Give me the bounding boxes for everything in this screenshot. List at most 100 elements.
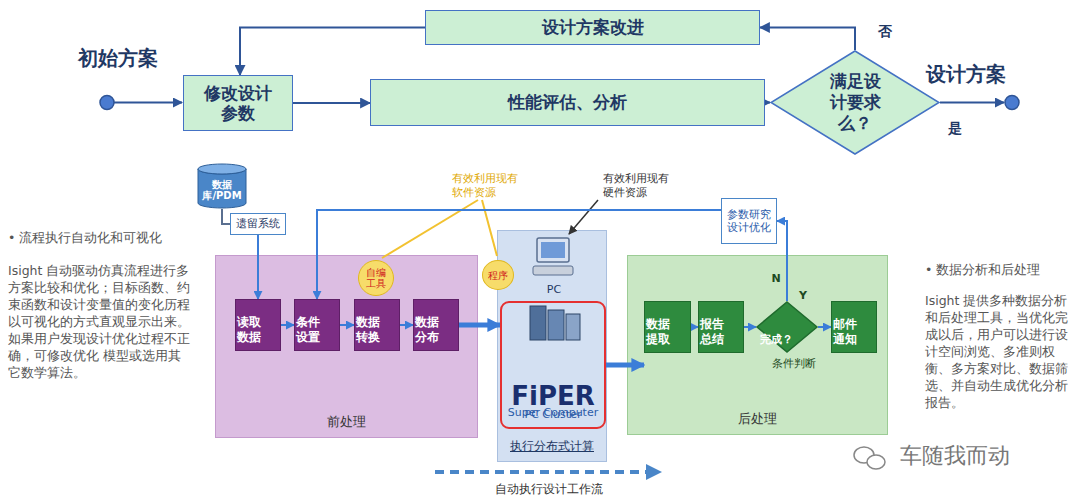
panel-label: 前处理 <box>216 413 477 431</box>
server-icon <box>530 306 580 340</box>
box-label: 数据分布 <box>414 315 440 344</box>
pc-icon <box>533 238 573 275</box>
box-label: 读取数据 <box>236 315 262 344</box>
leader-line <box>482 200 497 256</box>
diamond-shape <box>771 51 939 154</box>
connector <box>340 324 354 326</box>
stage-panel: 执行分布式计算 PC Super ComputerFiPERPC Cluster <box>497 230 607 462</box>
tool-circle: 程序 <box>482 260 514 290</box>
step-box: 数据转换 <box>354 299 400 351</box>
box-label: 修改设计参数 <box>198 83 278 124</box>
step-box: 数据提取 <box>644 301 691 353</box>
server-tower <box>530 306 546 340</box>
system-box: 遗留系统 <box>230 213 286 235</box>
end-line <box>940 102 1004 104</box>
cluster-box: Super ComputerFiPERPC Cluster <box>500 301 606 429</box>
connector <box>777 221 787 301</box>
cylinder-body <box>198 169 246 208</box>
description-text: Isight 自动驱动仿真流程进行多方案比较和优化；目标函数、约束函数和设计变量… <box>8 262 190 381</box>
database-cylinder: 数据库/PDM <box>197 163 247 209</box>
tool-label: 程序 <box>487 270 509 281</box>
box-label: 邮件通知 <box>832 317 858 346</box>
decision-label: 满足设计要求么？ <box>827 71 883 135</box>
icon-label: PC <box>528 283 580 296</box>
end-label: 设计方案 <box>926 62 1006 87</box>
cluster-label: FiPER <box>502 382 604 411</box>
end-dot <box>1005 96 1019 110</box>
resource-note: 有效利用现有软件资源 <box>452 172 522 200</box>
process-box: 设计方案改进 <box>425 10 760 45</box>
connector <box>293 102 370 104</box>
bullet-heading: • 流程执行自动化和可视化 <box>8 230 193 246</box>
optimizer-box: 参数研究设计优化 <box>721 198 777 244</box>
connector <box>317 210 721 299</box>
edge-label: N <box>769 273 782 285</box>
connector <box>459 323 500 328</box>
process-box: 修改设计参数 <box>183 75 293 131</box>
box-label: 参数研究设计优化 <box>726 208 772 234</box>
start-label: 初始方案 <box>78 46 158 71</box>
stage-panel: 后处理 数据提取 报告总结 完成？条件判断邮件通知 <box>627 255 888 435</box>
box-label: 设计方案改进 <box>542 17 644 37</box>
step-box: 数据分布 <box>413 299 459 351</box>
box-label: 条件设置 <box>295 315 321 344</box>
bubble <box>867 455 885 469</box>
cluster-label: PC Cluster <box>502 409 604 421</box>
edge-label: 否 <box>876 24 894 39</box>
pc-screen <box>541 242 565 258</box>
connector <box>400 324 413 326</box>
connector <box>818 326 831 328</box>
workflow-arrow <box>435 470 648 474</box>
leader-arrow <box>569 200 598 234</box>
connector <box>222 209 230 224</box>
step-box: 邮件通知 <box>831 301 877 353</box>
server-tower <box>548 310 564 340</box>
stage-panel: 前处理 读取数据 条件设置 数据转换 数据分布 <box>215 255 478 438</box>
leader-line <box>382 200 478 258</box>
workflow-arrowhead <box>646 464 662 480</box>
connector <box>606 363 644 368</box>
process-box: 性能评估、分析 <box>370 79 765 126</box>
watermark: 车随我而动 <box>900 442 1010 470</box>
connector <box>765 102 770 104</box>
connector <box>691 326 698 328</box>
connector <box>744 326 756 328</box>
computer-icon: PC <box>528 234 580 296</box>
connector <box>281 324 294 326</box>
connector <box>240 28 425 76</box>
edge-label: Y <box>797 290 809 302</box>
server-tower <box>566 314 580 340</box>
pc-monitor <box>537 238 569 262</box>
wechat-icon <box>854 447 885 469</box>
decision-diamond: 完成？条件判断 <box>756 301 818 353</box>
box-label: 性能评估、分析 <box>508 92 627 112</box>
panel-label: 执行分布式计算 <box>498 438 606 455</box>
connector <box>257 235 259 299</box>
description-text: Isight 提供多种数据分析和后处理工具，当优化完成以后，用户可以进行设计空间… <box>925 292 1075 411</box>
decision-label: 完成？ <box>756 333 796 347</box>
pc-keyboard <box>533 266 573 275</box>
step-box: 条件设置 <box>294 299 340 351</box>
resource-note: 有效利用现有硬件资源 <box>603 172 675 200</box>
panel-label: 后处理 <box>628 410 887 428</box>
start-line <box>114 102 182 104</box>
tool-label: 自编工具 <box>365 267 387 289</box>
database-label: 数据库/PDM <box>201 179 243 202</box>
connector <box>760 28 855 51</box>
step-box: 报告总结 <box>698 301 744 353</box>
workflow-label: 自动执行设计工作流 <box>495 482 603 497</box>
tool-circle: 自编工具 <box>358 260 394 296</box>
cylinder-top <box>198 164 246 174</box>
box-label: 数据转换 <box>355 315 381 344</box>
diamond-shape <box>757 302 817 352</box>
decision-diamond: 满足设计要求么？ <box>770 50 940 155</box>
start-dot <box>100 96 114 110</box>
box-label: 报告总结 <box>699 317 725 346</box>
box-label: 遗留系统 <box>236 217 280 230</box>
step-box: 读取数据 <box>235 299 281 351</box>
box-label: 数据提取 <box>645 317 671 346</box>
branch-label: 是 <box>948 120 962 138</box>
bullet-heading: • 数据分析和后处理 <box>925 262 1075 278</box>
